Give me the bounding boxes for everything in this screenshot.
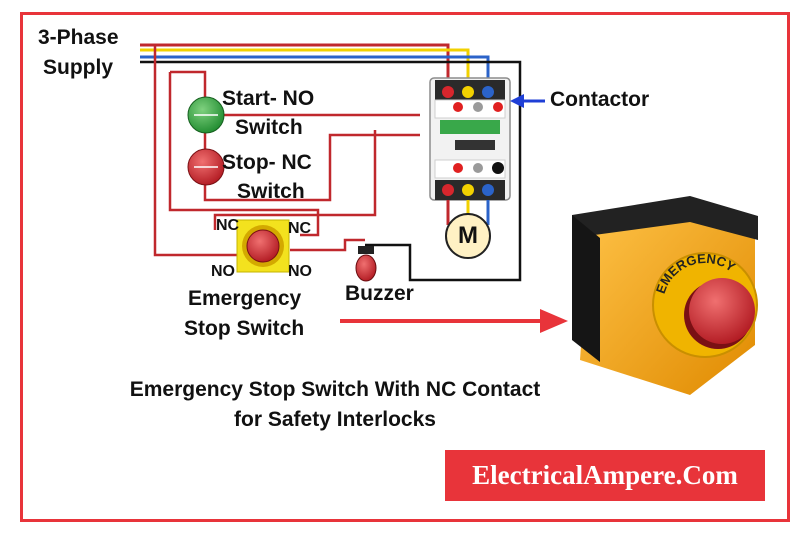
motor-icon	[445, 213, 491, 259]
supply-lines	[140, 43, 522, 282]
emergency-stop-box-icon: EMERGENCY	[572, 196, 758, 395]
motor-wires	[446, 200, 490, 225]
diagram-frame	[20, 12, 790, 522]
motor-label: M	[458, 222, 478, 249]
red-pushbutton-icon	[187, 148, 225, 186]
contactor-label: Contactor	[550, 88, 650, 111]
start-switch-label-line1: Start- NO	[222, 87, 315, 110]
contactor-arrow	[510, 94, 545, 108]
nc-label-right: NC	[288, 220, 312, 237]
supply-label-line1: 3-Phase	[38, 26, 119, 49]
estop-label-line2: Stop Switch	[184, 317, 305, 340]
diagram-caption: Emergency Stop Switch With NC Contact fo…	[85, 375, 585, 435]
stop-switch-label-line2: Switch	[237, 180, 305, 203]
stop-switch-label-line1: Stop- NC	[222, 151, 312, 174]
caption-line2: for Safety Interlocks	[234, 408, 436, 431]
emergency-stop-button-icon	[236, 219, 290, 273]
buzzer-icon	[355, 246, 377, 282]
no-label-left: NO	[211, 263, 235, 280]
contactor	[429, 77, 511, 201]
no-label-right: NO	[288, 263, 312, 280]
estop-arrow	[340, 309, 568, 333]
green-pushbutton-icon	[187, 96, 225, 134]
brand-banner: ElectricalAmpere.Com	[445, 450, 765, 501]
buzzer-label: Buzzer	[345, 282, 414, 305]
supply-label-line2: Supply	[43, 56, 114, 79]
nc-label-left: NC	[216, 217, 240, 234]
estop-label-line1: Emergency	[188, 287, 302, 310]
start-switch-label-line2: Switch	[235, 116, 303, 139]
caption-line1: Emergency Stop Switch With NC Contact	[129, 378, 541, 401]
brand-text: ElectricalAmpere.Com	[472, 460, 738, 490]
control-wiring	[153, 45, 420, 257]
